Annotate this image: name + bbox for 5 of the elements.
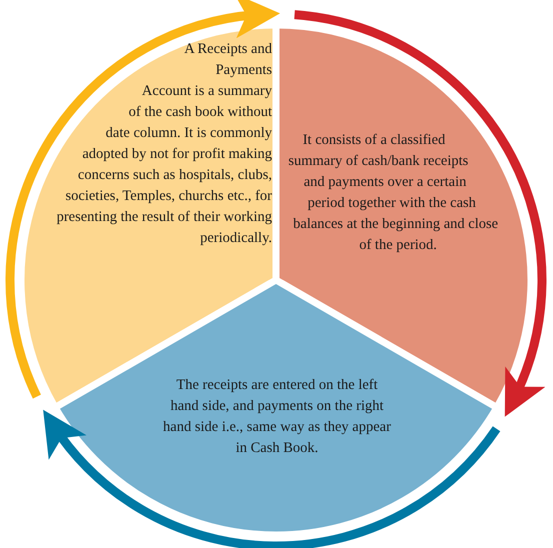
description-text: It consists of a classified summary of cash/bank receipts and payments over a certain period together with the cash balances at the beginning and close of the period. [288,132,498,253]
curved-arrow [294,10,546,418]
description-text: A Receipts and Payments Account is a summary of the cash book without date column. It is commonly adopted by not for profit making concerns such as hospitals, clubs, societies, Temples, churchs etc., for presenting the result of their working periodically. [56,41,272,246]
curved-arrow [42,410,500,548]
description-text: The receipts are entered on the left hand side, and payments on the right hand side i.e., same way as they appear in Cash Book. [163,377,391,456]
